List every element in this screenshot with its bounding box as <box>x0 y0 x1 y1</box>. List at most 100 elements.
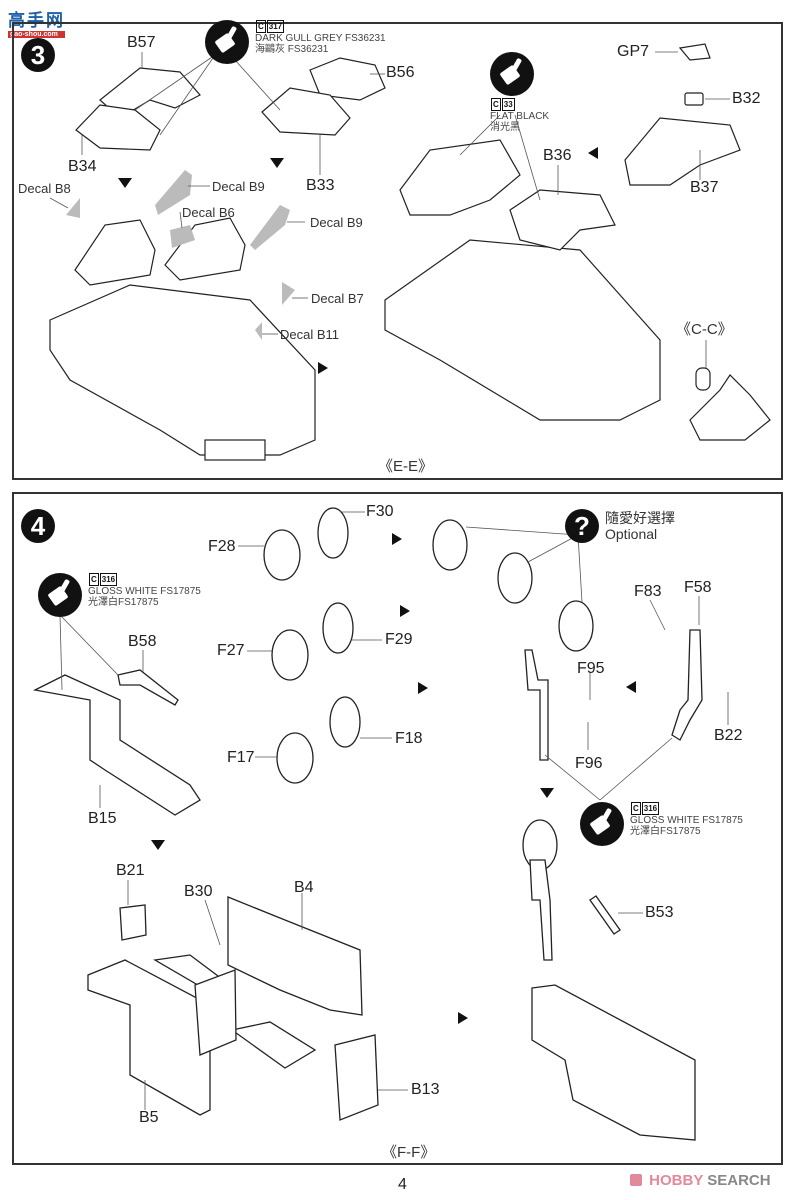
part-label-b30: B30 <box>184 883 213 900</box>
decal-label-b8: Decal B8 <box>18 181 71 196</box>
cockpit-base-left <box>204 439 266 461</box>
decal-b7-shape <box>282 282 295 305</box>
paint-name-en: DARK GULL GREY FS36231 <box>255 33 386 45</box>
watermark-site-name: 高手网 <box>8 11 65 30</box>
control-stick-cc <box>689 374 771 441</box>
arrow-left-gear <box>626 681 636 693</box>
part-label-b53: B53 <box>645 904 674 921</box>
assembled-wheel-b <box>497 552 533 604</box>
decal-b9-shape-b <box>250 205 290 250</box>
arrow-down-gear <box>540 788 554 798</box>
instrument-panel-b9 <box>164 217 246 281</box>
part-label-gp7: GP7 <box>617 43 650 60</box>
canopy-left <box>399 139 521 216</box>
wheel-f17 <box>276 732 314 784</box>
canopy-b37 <box>624 117 741 186</box>
part-label-f28: F28 <box>208 538 236 555</box>
part-label-f17: F17 <box>227 749 255 766</box>
leader-decal-b6 <box>179 211 183 229</box>
wheel-f29 <box>322 602 354 654</box>
optional-zh: 隨愛好選擇 <box>605 510 675 526</box>
paint-name-zh: 海鷗灰 FS36231 <box>255 44 329 56</box>
step-4-number: 4 <box>21 509 55 543</box>
arrow-down-b34 <box>118 178 132 188</box>
landing-gear-strut-right <box>671 629 703 741</box>
part-b5-shape <box>87 959 211 1116</box>
arrow-right-floor <box>458 1012 468 1024</box>
arrow-right-wheel-1 <box>392 533 402 545</box>
part-label-b15: B15 <box>88 810 117 827</box>
leader-decal-b8 <box>49 197 69 209</box>
section-label-c-c: 《C-C》 <box>676 321 733 338</box>
part-label-b58: B58 <box>128 633 157 650</box>
gear-well-box <box>531 984 696 1141</box>
decal-b9-shape-a <box>155 170 192 215</box>
part-b58-shape <box>117 669 179 706</box>
part-b13-shape <box>334 1034 379 1121</box>
wheel-f27 <box>271 629 309 681</box>
control-stick-knob <box>695 367 711 391</box>
watermark-logo: 高手网 gao-shou.com <box>8 6 65 38</box>
leader-optional-b <box>527 534 579 563</box>
canopy-b36 <box>509 189 616 251</box>
landing-gear-strut-lower <box>529 859 553 961</box>
hobby-search-logo-icon <box>630 1174 642 1186</box>
paint-name-en: GLOSS WHITE FS17875 <box>88 586 201 598</box>
leader-optional-c <box>577 534 583 603</box>
paint-name-zh: 光澤白FS17875 <box>88 597 159 609</box>
leader-paint-c317-b <box>159 54 216 136</box>
leader-paint-c316-a2 <box>59 614 119 676</box>
cockpit-tub-left <box>49 284 316 456</box>
paint-name-zh: 消光黑 <box>490 122 520 134</box>
part-b33-shape <box>261 87 351 136</box>
part-label-f29: F29 <box>385 631 413 648</box>
paintbrush-icon <box>38 573 82 617</box>
part-label-b56: B56 <box>386 64 415 81</box>
part-label-b33: B33 <box>306 177 335 194</box>
part-label-b34: B34 <box>68 158 97 175</box>
wheel-f28 <box>263 529 301 581</box>
arrow-right-step3 <box>318 362 328 374</box>
leader-paint-c33 <box>459 114 501 156</box>
part-b53-shape <box>589 895 621 935</box>
optional-en: Optional <box>605 526 658 542</box>
leader-f83 <box>649 599 666 631</box>
part-b32-shape <box>684 92 704 106</box>
part-label-b21: B21 <box>116 862 145 879</box>
leader-paint-c33-b <box>514 114 541 201</box>
part-label-f95: F95 <box>577 660 605 677</box>
part-label-f27: F27 <box>217 642 245 659</box>
wheel-f18 <box>329 696 361 748</box>
arrow-right-wheel-3 <box>418 682 428 694</box>
arrow-left-b36 <box>588 147 598 159</box>
leader-paint-c317 <box>134 54 216 111</box>
arrow-right-wheel-2 <box>400 605 410 617</box>
part-gp7-shape <box>678 43 711 61</box>
part-label-b32: B32 <box>732 90 761 107</box>
instrument-panel-b8 <box>74 219 156 286</box>
paint-name-en: FLAT BLACK <box>490 111 550 123</box>
brand-right: SEARCH <box>707 1172 771 1189</box>
assembled-wheel-c <box>558 600 594 652</box>
part-label-f18: F18 <box>395 730 423 747</box>
part-label-f96: F96 <box>575 755 603 772</box>
paintbrush-icon <box>580 802 624 846</box>
part-label-b13: B13 <box>411 1081 440 1098</box>
step-4-panel <box>12 492 783 1165</box>
decal-b11-shape <box>255 322 262 340</box>
part-b34-shape <box>75 104 161 151</box>
part-label-b4: B4 <box>294 879 314 896</box>
assembled-wheel-a <box>432 519 468 571</box>
decal-b6-shape <box>170 225 195 248</box>
paintbrush-icon <box>205 20 249 64</box>
leader-paint-c316-b <box>544 754 601 801</box>
leader-paint-c316-b2 <box>599 737 673 801</box>
cockpit-tub-right <box>384 239 661 421</box>
